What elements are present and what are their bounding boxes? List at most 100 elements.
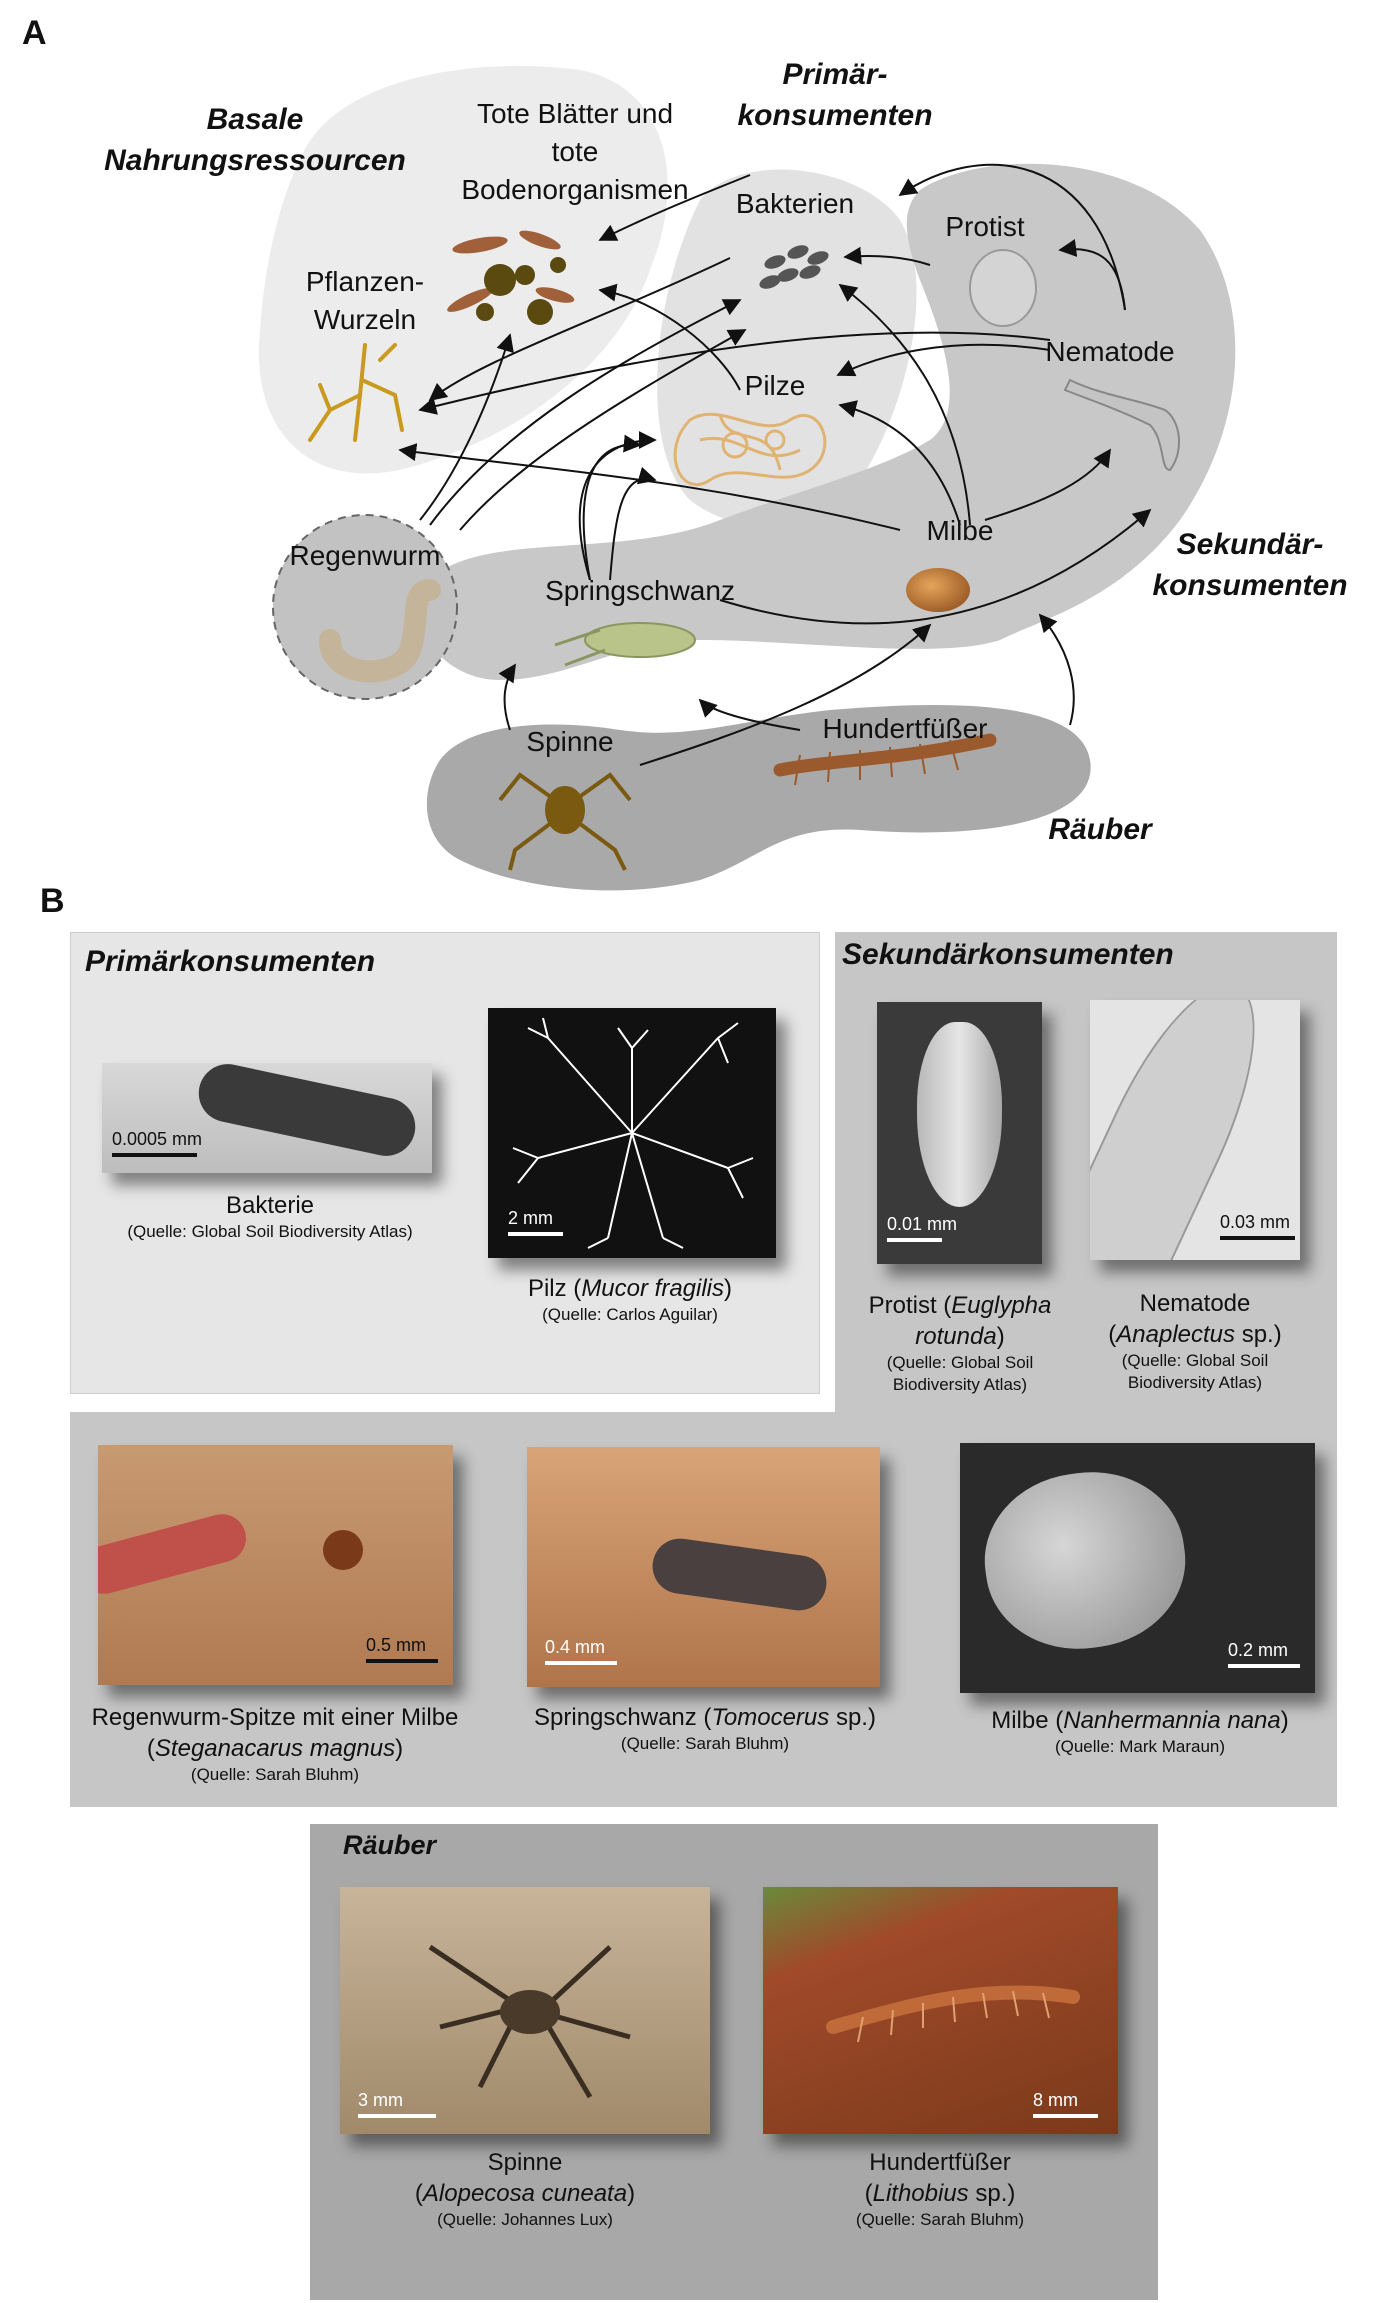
protist-node: Protist bbox=[945, 211, 1025, 242]
primary-label-line1: Primär- bbox=[782, 58, 888, 91]
nematode-scale-line bbox=[1220, 1236, 1295, 1240]
nematode-node: Nematode bbox=[1045, 336, 1175, 367]
earthworm-name-post: ) bbox=[395, 1735, 404, 1763]
roots-node: Pflanzen- Wurzeln bbox=[290, 263, 440, 339]
bacteria-scale-bar: 0.0005 mm bbox=[112, 1129, 202, 1157]
nematode-icon bbox=[1063, 378, 1181, 472]
primary-consumers-label: Primär- konsumenten bbox=[715, 55, 955, 136]
roots-line1: Pflanzen- bbox=[305, 266, 425, 297]
protist-name-line2: rotunda) bbox=[845, 1321, 1075, 1352]
earthworm-scale-bar: 0.5 mm bbox=[366, 1635, 438, 1663]
springtail-node: Springschwanz bbox=[545, 575, 735, 606]
secondary-section-title: Sekundärkonsumenten bbox=[842, 938, 1174, 971]
bacteria-scale-line bbox=[112, 1153, 197, 1157]
protist-shell bbox=[917, 1022, 1002, 1207]
basal-resources-label: Basale Nahrungsressourcen bbox=[85, 100, 425, 181]
primary-section-title: Primärkonsumenten bbox=[85, 945, 376, 978]
springtail-scale-bar: 0.4 mm bbox=[545, 1637, 617, 1665]
nematode-source-line1: (Quelle: Global Soil bbox=[1121, 1351, 1269, 1371]
nematode-source-line2: Biodiversity Atlas) bbox=[1127, 1373, 1263, 1393]
springtail-name: Springschwanz (Tomocerus sp.) bbox=[505, 1702, 905, 1733]
panel-b-label: B bbox=[40, 882, 65, 920]
dead-matter-line1: Tote Blätter und bbox=[476, 98, 674, 129]
fungus-name-pre: Pilz ( bbox=[527, 1275, 582, 1302]
centipede-caption: Hundertfüßer (Lithobius sp.) (Quelle: Sa… bbox=[790, 2147, 1090, 2231]
spider-icon bbox=[498, 772, 632, 871]
springtail-scale-line bbox=[545, 1661, 617, 1665]
centipede-source: (Quelle: Sarah Bluhm) bbox=[855, 2210, 1025, 2230]
springtail-species: Tomocerus bbox=[711, 1704, 830, 1731]
mite-body bbox=[973, 1459, 1197, 1662]
springtail-name-post: sp.) bbox=[829, 1704, 876, 1731]
earthworm-caption: Regenwurm-Spitze mit einer Milbe (Stegan… bbox=[65, 1702, 485, 1786]
mite-caption: Milbe (Nanhermannia nana) (Quelle: Mark … bbox=[950, 1705, 1330, 1758]
nematode-name: Nematode bbox=[1139, 1290, 1251, 1317]
protist-icon bbox=[969, 249, 1037, 327]
protist-source-line2: Biodiversity Atlas) bbox=[892, 1375, 1028, 1395]
spider-name-line1: Spinne bbox=[487, 2149, 563, 2176]
centipede-scale-line bbox=[1033, 2114, 1098, 2118]
earthworm-scale-line bbox=[366, 1659, 438, 1663]
earthworm-icon bbox=[319, 579, 441, 683]
earthworm-name-line2: (Steganacarus magnus) bbox=[65, 1733, 485, 1764]
centipede-icon bbox=[773, 733, 997, 786]
mite-scale-label: 0.2 mm bbox=[1228, 1640, 1289, 1660]
bacteria-icon bbox=[759, 245, 829, 289]
mite-scale-bar: 0.2 mm bbox=[1228, 1640, 1300, 1668]
roots-icon bbox=[308, 343, 404, 442]
bacteria-name: Bakterie bbox=[225, 1192, 315, 1219]
dead-matter-line2: tote bbox=[551, 135, 599, 167]
predators-label: Räuber bbox=[1048, 813, 1152, 846]
basal-label-line1: Basale bbox=[206, 103, 304, 136]
spider-species: Alopecosa cuneata bbox=[422, 2180, 628, 2208]
spider-scale-line bbox=[358, 2114, 436, 2118]
spider-figure bbox=[428, 1944, 631, 2099]
springtail-source: (Quelle: Sarah Bluhm) bbox=[620, 1734, 790, 1754]
protist-species1: Euglypha bbox=[951, 1292, 1052, 1319]
springtail-scale-label: 0.4 mm bbox=[545, 1637, 606, 1657]
mite-species: Nanhermannia nana bbox=[1063, 1707, 1281, 1734]
dead-matter-line3: Bodenorganismen bbox=[461, 173, 689, 205]
bacterium-shape bbox=[193, 1063, 421, 1162]
spider-scale-bar: 3 mm bbox=[358, 2090, 436, 2118]
secondary-label-line2: konsumenten bbox=[1152, 568, 1348, 602]
centipede-name-post: sp.) bbox=[968, 2180, 1016, 2208]
fungus-caption: Pilz (Mucor fragilis) (Quelle: Carlos Ag… bbox=[470, 1273, 790, 1326]
protist-name-pre: Protist ( bbox=[868, 1292, 952, 1319]
fungi-node: Pilze bbox=[744, 370, 806, 401]
mite-name-post: ) bbox=[1280, 1707, 1289, 1734]
nematode-name-post: sp.) bbox=[1235, 1321, 1282, 1349]
centipede-species: Lithobius bbox=[872, 2180, 969, 2208]
nematode-name-line2: (Anaplectus sp.) bbox=[1075, 1319, 1315, 1350]
fungus-photo: 2 mm bbox=[488, 1008, 776, 1258]
protist-name-line1: Protist (Euglypha bbox=[845, 1290, 1075, 1321]
spider-name-line2: (Alopecosa cuneata) bbox=[375, 2178, 675, 2209]
primary-label-line2: konsumenten bbox=[737, 98, 933, 132]
springtail-caption: Springschwanz (Tomocerus sp.) (Quelle: S… bbox=[505, 1702, 905, 1755]
earthworm-species: Steganacarus magnus bbox=[154, 1735, 396, 1763]
centipede-scale-label: 8 mm bbox=[1033, 2090, 1078, 2110]
nematode-caption: Nematode (Anaplectus sp.) (Quelle: Globa… bbox=[1075, 1288, 1315, 1395]
fungi-icon bbox=[673, 412, 827, 487]
fungus-scale-label: 2 mm bbox=[508, 1208, 553, 1228]
fungus-mycelium bbox=[512, 1017, 754, 1249]
protist-scale-label: 0.01 mm bbox=[887, 1214, 958, 1234]
spider-caption: Spinne (Alopecosa cuneata) (Quelle: Joha… bbox=[375, 2147, 675, 2231]
fungus-name-post: ) bbox=[724, 1275, 733, 1302]
earthworm-name-pre: ( bbox=[146, 1735, 155, 1763]
secondary-consumers-label: Sekundär- konsumenten bbox=[1140, 525, 1360, 606]
fungus-scale-bar: 2 mm bbox=[508, 1208, 563, 1236]
fungus-species: Mucor fragilis bbox=[581, 1275, 725, 1302]
earthworm-body bbox=[98, 1508, 252, 1600]
springtail-photo: 0.4 mm bbox=[527, 1447, 880, 1687]
predators-section-title: Räuber bbox=[343, 1830, 437, 1860]
spider-photo: 3 mm bbox=[340, 1887, 710, 2134]
spider-name-pre: ( bbox=[414, 2180, 423, 2208]
nematode-scale-label: 0.03 mm bbox=[1220, 1212, 1291, 1232]
springtail-body bbox=[649, 1535, 830, 1614]
dead-matter-node: Tote Blätter und tote Bodenorganismen bbox=[440, 95, 710, 208]
earthworm-scale-label: 0.5 mm bbox=[366, 1635, 427, 1655]
centipede-figure bbox=[826, 1985, 1080, 2043]
panel-a-label: A bbox=[22, 14, 47, 52]
nematode-photo: 0.03 mm bbox=[1090, 1000, 1300, 1260]
